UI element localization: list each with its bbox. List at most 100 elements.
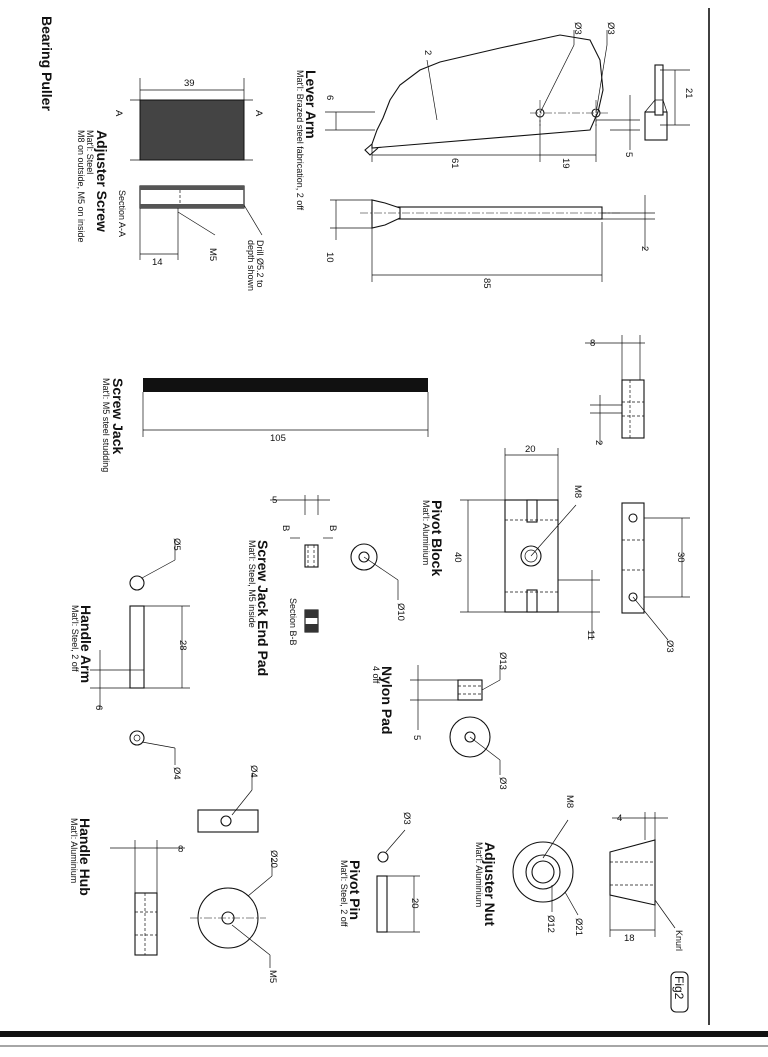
handle-arm-material: Mat'l: Steel, 2 off [70, 605, 80, 672]
adjuster-nut-dim-m8: M8 [564, 795, 575, 808]
pivot-block-group: Pivot Block Mat'l: Aluminium 8 2 20 M8 4… [421, 335, 690, 653]
end-pad-title: Screw Jack End Pad [255, 540, 271, 676]
adjuster-nut-dim-4: 4 [617, 813, 622, 824]
pivot-pin-dim-20: 20 [409, 898, 420, 909]
pivot-dim-2: 2 [593, 440, 604, 445]
screw-jack-group: Screw Jack Mat'l: M5 steel studding 105 [101, 378, 429, 472]
nylon-pad-title: Nylon Pad [379, 666, 395, 734]
handle-arm-dim-d5: Ø5 [171, 538, 182, 551]
lever-dim-2b: 2 [639, 246, 650, 251]
handle-hub-material: Mat'l: Aluminium [69, 818, 79, 883]
adjuster-nut-dim-18: 18 [624, 933, 635, 944]
adjuster-drill-note-2: depth shown [246, 240, 256, 291]
handle-hub-side-view [134, 892, 158, 956]
handle-hub-group: Handle Hub Mat'l: Aluminium Ø4 8 Ø20 M5 [69, 765, 279, 983]
adjuster-screw-group: Adjuster Screw Mat'l: Steel M8 on outsid… [76, 78, 265, 291]
end-pad-material: Mat'l: Steel, M5 inside [247, 540, 257, 628]
nylon-pad-dim-d3: Ø3 [497, 777, 508, 790]
page-title: Bearing Puller [39, 16, 55, 111]
figure-label: Fig2 [670, 971, 689, 1013]
pivot-dim-20: 20 [525, 444, 536, 455]
handle-arm-dim-28: 28 [177, 640, 188, 651]
end-pad-group: Screw Jack End Pad Mat'l: Steel, M5 insi… [247, 495, 406, 676]
lever-clip-view [644, 111, 668, 141]
pivot-pin-material: Mat'l: Steel, 2 off [339, 860, 349, 927]
nylon-pad-material: 4 off [371, 666, 381, 684]
handle-arm-group: Handle Arm Mat'l: Steel, 2 off Ø5 28 6 Ø… [70, 538, 190, 780]
pivot-block-material: Mat'l: Aluminium [421, 500, 431, 565]
nylon-pad-side-view [457, 679, 483, 701]
screw-jack-rod [143, 378, 428, 392]
handle-hub-dim-d20: Ø20 [268, 850, 279, 868]
adjuster-dim-a1: A [113, 110, 124, 117]
lever-dim-85: 85 [481, 278, 492, 289]
lever-dim-2: 2 [422, 50, 433, 55]
lever-dim-10: 10 [324, 252, 335, 263]
adjuster-nut-knurl: Knurl [674, 930, 684, 951]
pivot-block-side-view [621, 502, 645, 614]
handle-arm-dim-6: 6 [93, 705, 104, 710]
screw-jack-title: Screw Jack [110, 378, 126, 454]
adjuster-section-label: Section A-A [117, 190, 127, 237]
adjuster-dim-m5: M5 [207, 248, 218, 261]
handle-arm-side-view [129, 605, 145, 689]
end-pad-side-view [304, 544, 319, 568]
screw-jack-dim-105: 105 [270, 433, 286, 444]
pivot-dim-8: 8 [590, 338, 595, 349]
handle-hub-dim-d4: Ø4 [248, 765, 259, 778]
pivot-pin-side-view [376, 875, 388, 933]
adjuster-nut-group: Adjuster Nut Mat'l: Aluminium M8 Ø21 Ø12… [474, 795, 684, 951]
adjuster-screw-body [139, 99, 245, 161]
lever-dim-61: 61 [449, 158, 460, 169]
end-pad-section-label: Section B-B [288, 598, 298, 646]
lever-arm-hook [364, 143, 379, 156]
nylon-pad-dim-d13: Ø13 [497, 652, 508, 670]
handle-hub-dim-m5: M5 [267, 970, 278, 983]
pivot-block-hole [520, 545, 542, 567]
end-pad-dim-b2: B [327, 525, 338, 531]
lever-arm-title: Lever Arm [303, 70, 319, 139]
end-pad-dim-b1: B [280, 525, 291, 531]
adjuster-screw-note: M8 on outside, M5 on inside [76, 130, 86, 243]
lever-dim-d3b: Ø3 [605, 22, 616, 35]
lever-dim-6: 6 [324, 95, 335, 100]
pivot-dim-11: 11 [585, 630, 596, 640]
adjuster-dim-a2: A [253, 110, 264, 117]
lever-dim-d3a: Ø3 [572, 22, 583, 35]
pivot-block-top-view [621, 379, 645, 439]
pivot-pin-end-view [377, 851, 389, 863]
pivot-dim-d3: Ø3 [664, 640, 675, 653]
lever-arm-group: Lever Arm Mat'l: Brazed steel fabricatio… [295, 22, 694, 289]
handle-arm-end-d4 [129, 730, 145, 746]
adjuster-nut-dim-d12: Ø12 [545, 915, 556, 933]
handle-hub-top-view [197, 809, 259, 833]
lever-arm-material: Mat'l: Brazed steel fabrication, 2 off [295, 70, 305, 211]
nylon-pad-dim-5: 5 [411, 735, 422, 740]
lever-dim-21: 21 [683, 88, 694, 99]
handle-arm-title: Handle Arm [78, 605, 94, 683]
pivot-pin-group: Pivot Pin Mat'l: Steel, 2 off Ø3 20 [339, 812, 420, 933]
lever-dim-19: 19 [560, 158, 571, 169]
adjuster-dim-39: 39 [184, 78, 195, 89]
adjuster-nut-title: Adjuster Nut [482, 842, 498, 926]
pivot-dim-40: 40 [452, 552, 463, 563]
adjuster-nut-side-view [609, 839, 656, 906]
adjuster-dim-14: 14 [152, 257, 163, 268]
end-pad-dim-d10: Ø10 [395, 603, 406, 621]
pivot-pin-title: Pivot Pin [347, 860, 363, 920]
lever-arm-side-view [371, 34, 604, 149]
handle-hub-dim-8: 8 [178, 844, 183, 855]
adjuster-nut-end-view [512, 841, 574, 903]
handle-arm-dim-d4: Ø4 [171, 767, 182, 780]
pivot-block-title: Pivot Block [429, 500, 445, 576]
pivot-pin-dim-d3: Ø3 [401, 812, 412, 825]
adjuster-screw-title: Adjuster Screw [94, 130, 110, 232]
lever-dim-5: 5 [623, 152, 634, 157]
end-pad-dim-5: 5 [272, 495, 277, 506]
pivot-dim-30: 30 [675, 552, 686, 563]
adjuster-screw-material: Mat'l: Steel [85, 130, 95, 174]
handle-arm-end-d5 [129, 575, 145, 591]
screw-jack-material: Mat'l: M5 steel studding [101, 378, 111, 472]
adjuster-nut-dim-d21: Ø21 [573, 918, 584, 936]
